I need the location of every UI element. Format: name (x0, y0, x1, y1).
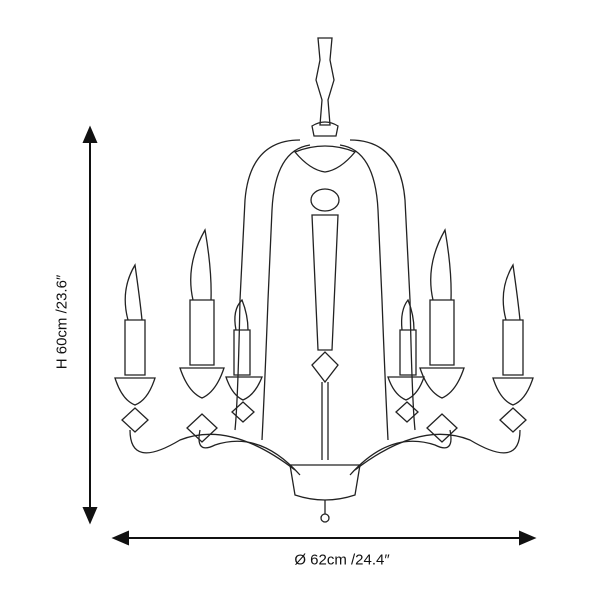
base-bowl (289, 464, 361, 501)
chain (315, 37, 335, 126)
frame-arm (349, 139, 416, 431)
arrow-right-icon (519, 530, 537, 546)
frame-arm (339, 144, 389, 441)
width-label: Ø 62cm /24.4″ (294, 551, 390, 569)
frame-arm (234, 139, 301, 431)
candle (179, 228, 225, 443)
height-label: H 60cm /23.6″ (53, 274, 71, 370)
frame-arm (261, 144, 311, 441)
center-ornament (311, 351, 339, 384)
chandelier (114, 37, 534, 523)
candle-arm (349, 429, 452, 476)
candle (225, 298, 263, 423)
candle (114, 263, 156, 433)
candle (492, 263, 534, 433)
candle-arm (354, 429, 521, 471)
candle (419, 228, 465, 443)
finial (320, 513, 330, 523)
top-bowl (293, 145, 357, 173)
arrow-left-icon (111, 530, 129, 546)
candle-arm (198, 429, 301, 476)
top-cap (311, 121, 339, 137)
candle (387, 298, 425, 423)
center-ball (310, 188, 340, 212)
candle-arm (129, 429, 296, 471)
arrow-down-icon (82, 507, 98, 525)
arrow-up-icon (82, 125, 98, 143)
center-column (311, 214, 339, 351)
